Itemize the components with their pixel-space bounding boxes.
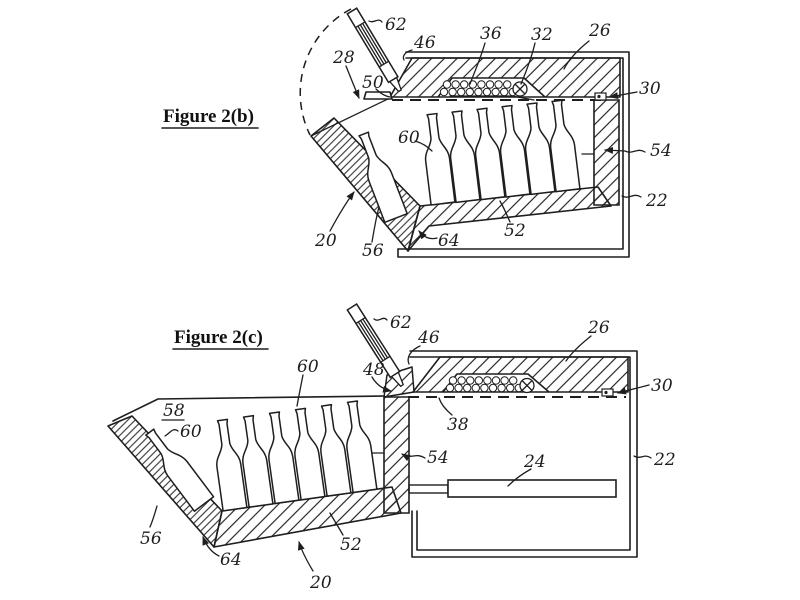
callout-60-neck: 60 [296, 357, 319, 407]
ref-label-54: 54 [650, 141, 672, 161]
callout-48: 48 [362, 360, 392, 393]
ref-label-28: 28 [332, 48, 355, 68]
ref-label-20: 20 [309, 573, 332, 593]
callout-26: 26 [563, 21, 611, 70]
callout-52: 52 [329, 512, 362, 555]
figure-2c: Figure 2(c) [107, 303, 676, 593]
ref-label-26: 26 [588, 21, 611, 41]
ref-label-50: 50 [362, 73, 384, 93]
ref-label-22: 22 [645, 191, 668, 211]
callout-52: 52 [499, 200, 526, 241]
callouts-2c: 62 46 48 26 30 38 60 60 58 54 24 22 52 6… [140, 313, 676, 593]
ref-label-64: 64 [438, 231, 460, 251]
dispense-plate [449, 95, 535, 101]
callout-56: 56 [140, 505, 162, 549]
callout-22: 22 [633, 450, 676, 470]
ref-label-26: 26 [587, 318, 610, 338]
side-wall [593, 99, 620, 206]
ref-label-60: 60 [180, 422, 202, 442]
ref-label-20: 20 [314, 231, 337, 251]
bottle [419, 111, 456, 206]
tray-opening-edge [112, 395, 384, 422]
callout-62: 62 [373, 313, 412, 333]
callout-30: 30 [617, 376, 673, 396]
roller [519, 377, 535, 394]
ref-label-60: 60 [398, 128, 420, 148]
callout-38: 38 [438, 397, 469, 435]
catch [594, 92, 607, 101]
ref-label-58: 58 [163, 401, 185, 421]
callout-20: 20 [297, 541, 332, 593]
callout-32: 32 [520, 25, 553, 85]
pivot-ledge [363, 91, 393, 100]
ref-label-62: 62 [390, 313, 412, 333]
ref-label-52: 52 [504, 221, 526, 241]
ref-label-46: 46 [417, 328, 440, 348]
roller [512, 81, 528, 97]
ball-bearings [439, 80, 517, 97]
ref-label-24: 24 [523, 452, 546, 472]
ref-label-48: 48 [362, 360, 385, 380]
bottle [209, 417, 248, 512]
callout-24: 24 [507, 452, 546, 487]
ref-label-36: 36 [480, 24, 502, 44]
figure-2c-caption: Figure 2(c) [174, 327, 263, 348]
ref-label-56: 56 [362, 241, 384, 261]
ref-label-56: 56 [140, 529, 162, 549]
ref-label-46: 46 [413, 33, 436, 53]
lever-handle [346, 303, 405, 388]
ref-label-60: 60 [297, 357, 319, 377]
callout-54: 54 [401, 448, 449, 468]
callout-64: 64 [202, 536, 242, 570]
ref-label-62: 62 [385, 15, 407, 35]
figure-2b: Figure 2(b) [161, 7, 672, 261]
callout-46: 46 [402, 33, 436, 61]
callout-56: 56 [362, 206, 384, 261]
ref-label-64: 64 [220, 550, 242, 570]
callout-64: 64 [418, 230, 460, 251]
callout-60-tilted: 60 [164, 422, 202, 442]
callouts-2b: 28 62 46 50 36 32 26 30 54 22 60 20 56 6… [314, 15, 672, 261]
door-swing-arc [299, 8, 352, 136]
callout-26: 26 [565, 318, 610, 362]
piston-actuator [408, 479, 617, 498]
callout-22: 22 [621, 191, 668, 211]
callout-28: 28 [332, 48, 360, 99]
callout-36: 36 [469, 24, 502, 85]
catch [601, 388, 614, 397]
callout-30: 30 [609, 79, 661, 99]
callout-58: 58 [161, 401, 185, 421]
figure-2b-caption: Figure 2(b) [163, 106, 254, 127]
callout-50: 50 [362, 73, 391, 98]
ref-label-54: 54 [427, 448, 449, 468]
ref-label-30: 30 [651, 376, 673, 396]
ref-label-32: 32 [531, 25, 553, 45]
callout-20: 20 [314, 191, 355, 251]
callout-62: 62 [368, 15, 407, 35]
side-wall [383, 396, 410, 514]
lever-handle [346, 7, 402, 93]
ref-label-38: 38 [447, 415, 469, 435]
ref-label-22: 22 [653, 450, 676, 470]
ref-label-52: 52 [340, 535, 362, 555]
callout-54: 54 [604, 141, 672, 161]
ball-bearings [445, 376, 523, 393]
callout-46: 46 [407, 328, 440, 365]
callout-60: 60 [398, 128, 433, 152]
ref-label-30: 30 [639, 79, 661, 99]
